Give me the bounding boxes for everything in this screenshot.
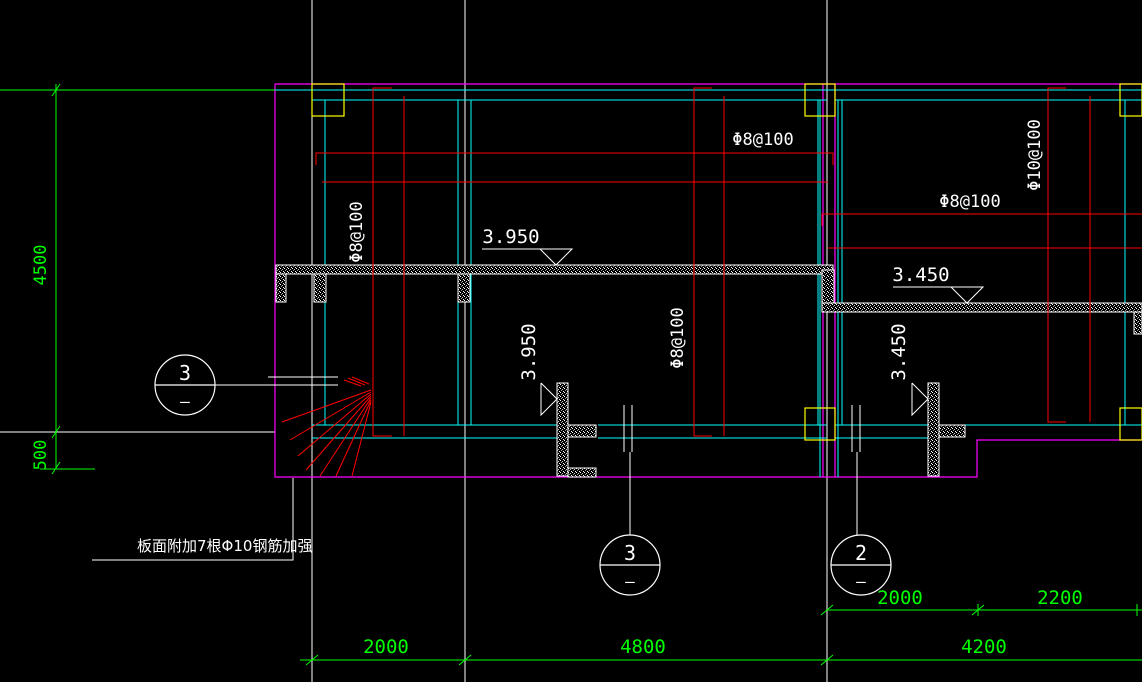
elevation-mark-section-right (911, 382, 929, 417)
rebar-lines (315, 87, 1142, 437)
section-mark-bottom-middle: 3 — (599, 534, 661, 596)
corner-fan-bars (281, 376, 372, 477)
section-left-ledge (567, 424, 597, 438)
elevation-label-left: 3.950 (482, 226, 539, 248)
section-left-wall (556, 382, 569, 477)
dimension-left-4500: 4500 (31, 245, 51, 286)
column (804, 83, 836, 117)
section-mark-bottom-right: 2 — (830, 534, 892, 596)
dimension-right-2200: 2200 (1037, 587, 1083, 609)
beam-stub (1133, 311, 1142, 335)
rebar-label-left-vertical: Φ8@100 (347, 201, 367, 262)
columns (311, 83, 1142, 441)
dimension-right-2000: 2000 (877, 587, 923, 609)
inner-outlines (275, 89, 1142, 477)
dimension-bottom-4800: 4800 (620, 636, 666, 658)
section-sheet: — (856, 572, 866, 591)
reinforcement-note: 板面附加7根Φ10钢筋加强 (137, 537, 312, 555)
section-mark-left: 3 — (154, 354, 216, 416)
beam-stub (275, 273, 287, 303)
slab-band-right (821, 302, 1142, 313)
section-number: 3 (179, 361, 191, 385)
rebar-label-top-right: Φ8@100 (939, 192, 1000, 212)
section-cuts (214, 376, 861, 535)
section-left-foot (567, 467, 597, 478)
slab-band-left (275, 264, 834, 275)
rebar-label-middle-vertical: Φ8@100 (668, 307, 688, 368)
note-leader (92, 478, 294, 561)
beam-stub (821, 269, 835, 304)
elevation-label-right: 3.450 (892, 264, 949, 286)
rebar-label-right-vertical: Φ10@100 (1025, 119, 1045, 191)
elevation-mark-left (482, 248, 574, 266)
dimension-bottom-2000: 2000 (363, 636, 409, 658)
elevation-label-section-right: 3.450 (888, 323, 910, 380)
column (804, 407, 836, 441)
column (1119, 83, 1142, 117)
axis-lines (0, 0, 828, 682)
wall-outline (274, 83, 1142, 478)
section-right-ledge (938, 424, 966, 438)
section-right-wall (927, 382, 940, 477)
section-number: 3 (624, 541, 636, 565)
elevation-label-section-left: 3.950 (518, 323, 540, 380)
column (311, 83, 345, 117)
elevation-marks (482, 248, 985, 417)
section-number: 2 (855, 541, 867, 565)
column (1119, 407, 1142, 441)
elevation-mark-section-left (540, 382, 558, 417)
elevation-mark-right (893, 286, 985, 304)
section-sheet: — (625, 572, 635, 591)
rebar-label-top-middle: Φ8@100 (732, 130, 793, 150)
section-sheet: — (180, 392, 190, 411)
beam-stub (457, 273, 471, 303)
dimension-bottom-4200: 4200 (961, 636, 1007, 658)
dimension-left-500: 500 (31, 440, 51, 471)
dimension-lines (0, 83, 1142, 666)
slab-sections (275, 264, 1142, 478)
beam-stub (313, 273, 327, 303)
